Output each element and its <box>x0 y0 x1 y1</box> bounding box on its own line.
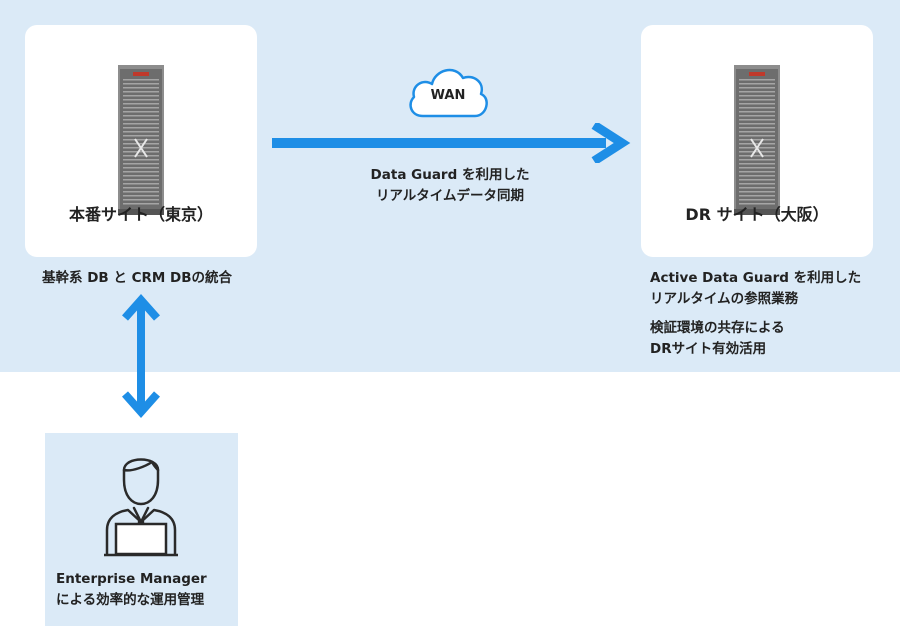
dr-note-line-1: Active Data Guard を利用した <box>650 270 862 286</box>
server-rack-icon <box>118 65 164 215</box>
dr-site-card: DR サイト（大阪） <box>641 25 873 257</box>
consolidation-label: 基幹系 DB と CRM DBの統合 <box>42 270 233 286</box>
primary-site-title: 本番サイト（東京） <box>68 205 213 224</box>
dr-note-line-2: リアルタイムの参照業務 <box>650 291 799 307</box>
dr-test-env-note: 検証環境の共存による DRサイト有効活用 <box>650 318 785 360</box>
enterprise-manager-card: Enterprise Manager による効率的な運用管理 <box>45 433 238 626</box>
cloud-icon <box>409 68 488 118</box>
wan-label: WAN <box>430 88 466 103</box>
server-rack-icon <box>734 65 780 215</box>
dr-site-title: DR サイト（大阪） <box>685 205 829 224</box>
enterprise-manager-label: Enterprise Manager による効率的な運用管理 <box>56 569 207 611</box>
data-guard-arrow <box>272 123 631 163</box>
management-double-arrow <box>122 293 160 419</box>
em-line-2: による効率的な運用管理 <box>56 592 205 608</box>
primary-site-card: 本番サイト（東京） <box>25 25 257 257</box>
dr-usage-note: Active Data Guard を利用した リアルタイムの参照業務 <box>650 268 861 310</box>
data-guard-line-1: Data Guard を利用した <box>370 167 530 183</box>
em-line-1: Enterprise Manager <box>56 571 207 587</box>
dr-note-line-4: DRサイト有効活用 <box>650 341 767 357</box>
data-guard-line-2: リアルタイムデータ同期 <box>375 188 525 204</box>
operator-at-laptop-icon <box>104 458 178 557</box>
data-guard-label: Data Guard を利用した リアルタイムデータ同期 <box>350 165 550 207</box>
dr-note-line-3: 検証環境の共存による <box>650 320 785 336</box>
